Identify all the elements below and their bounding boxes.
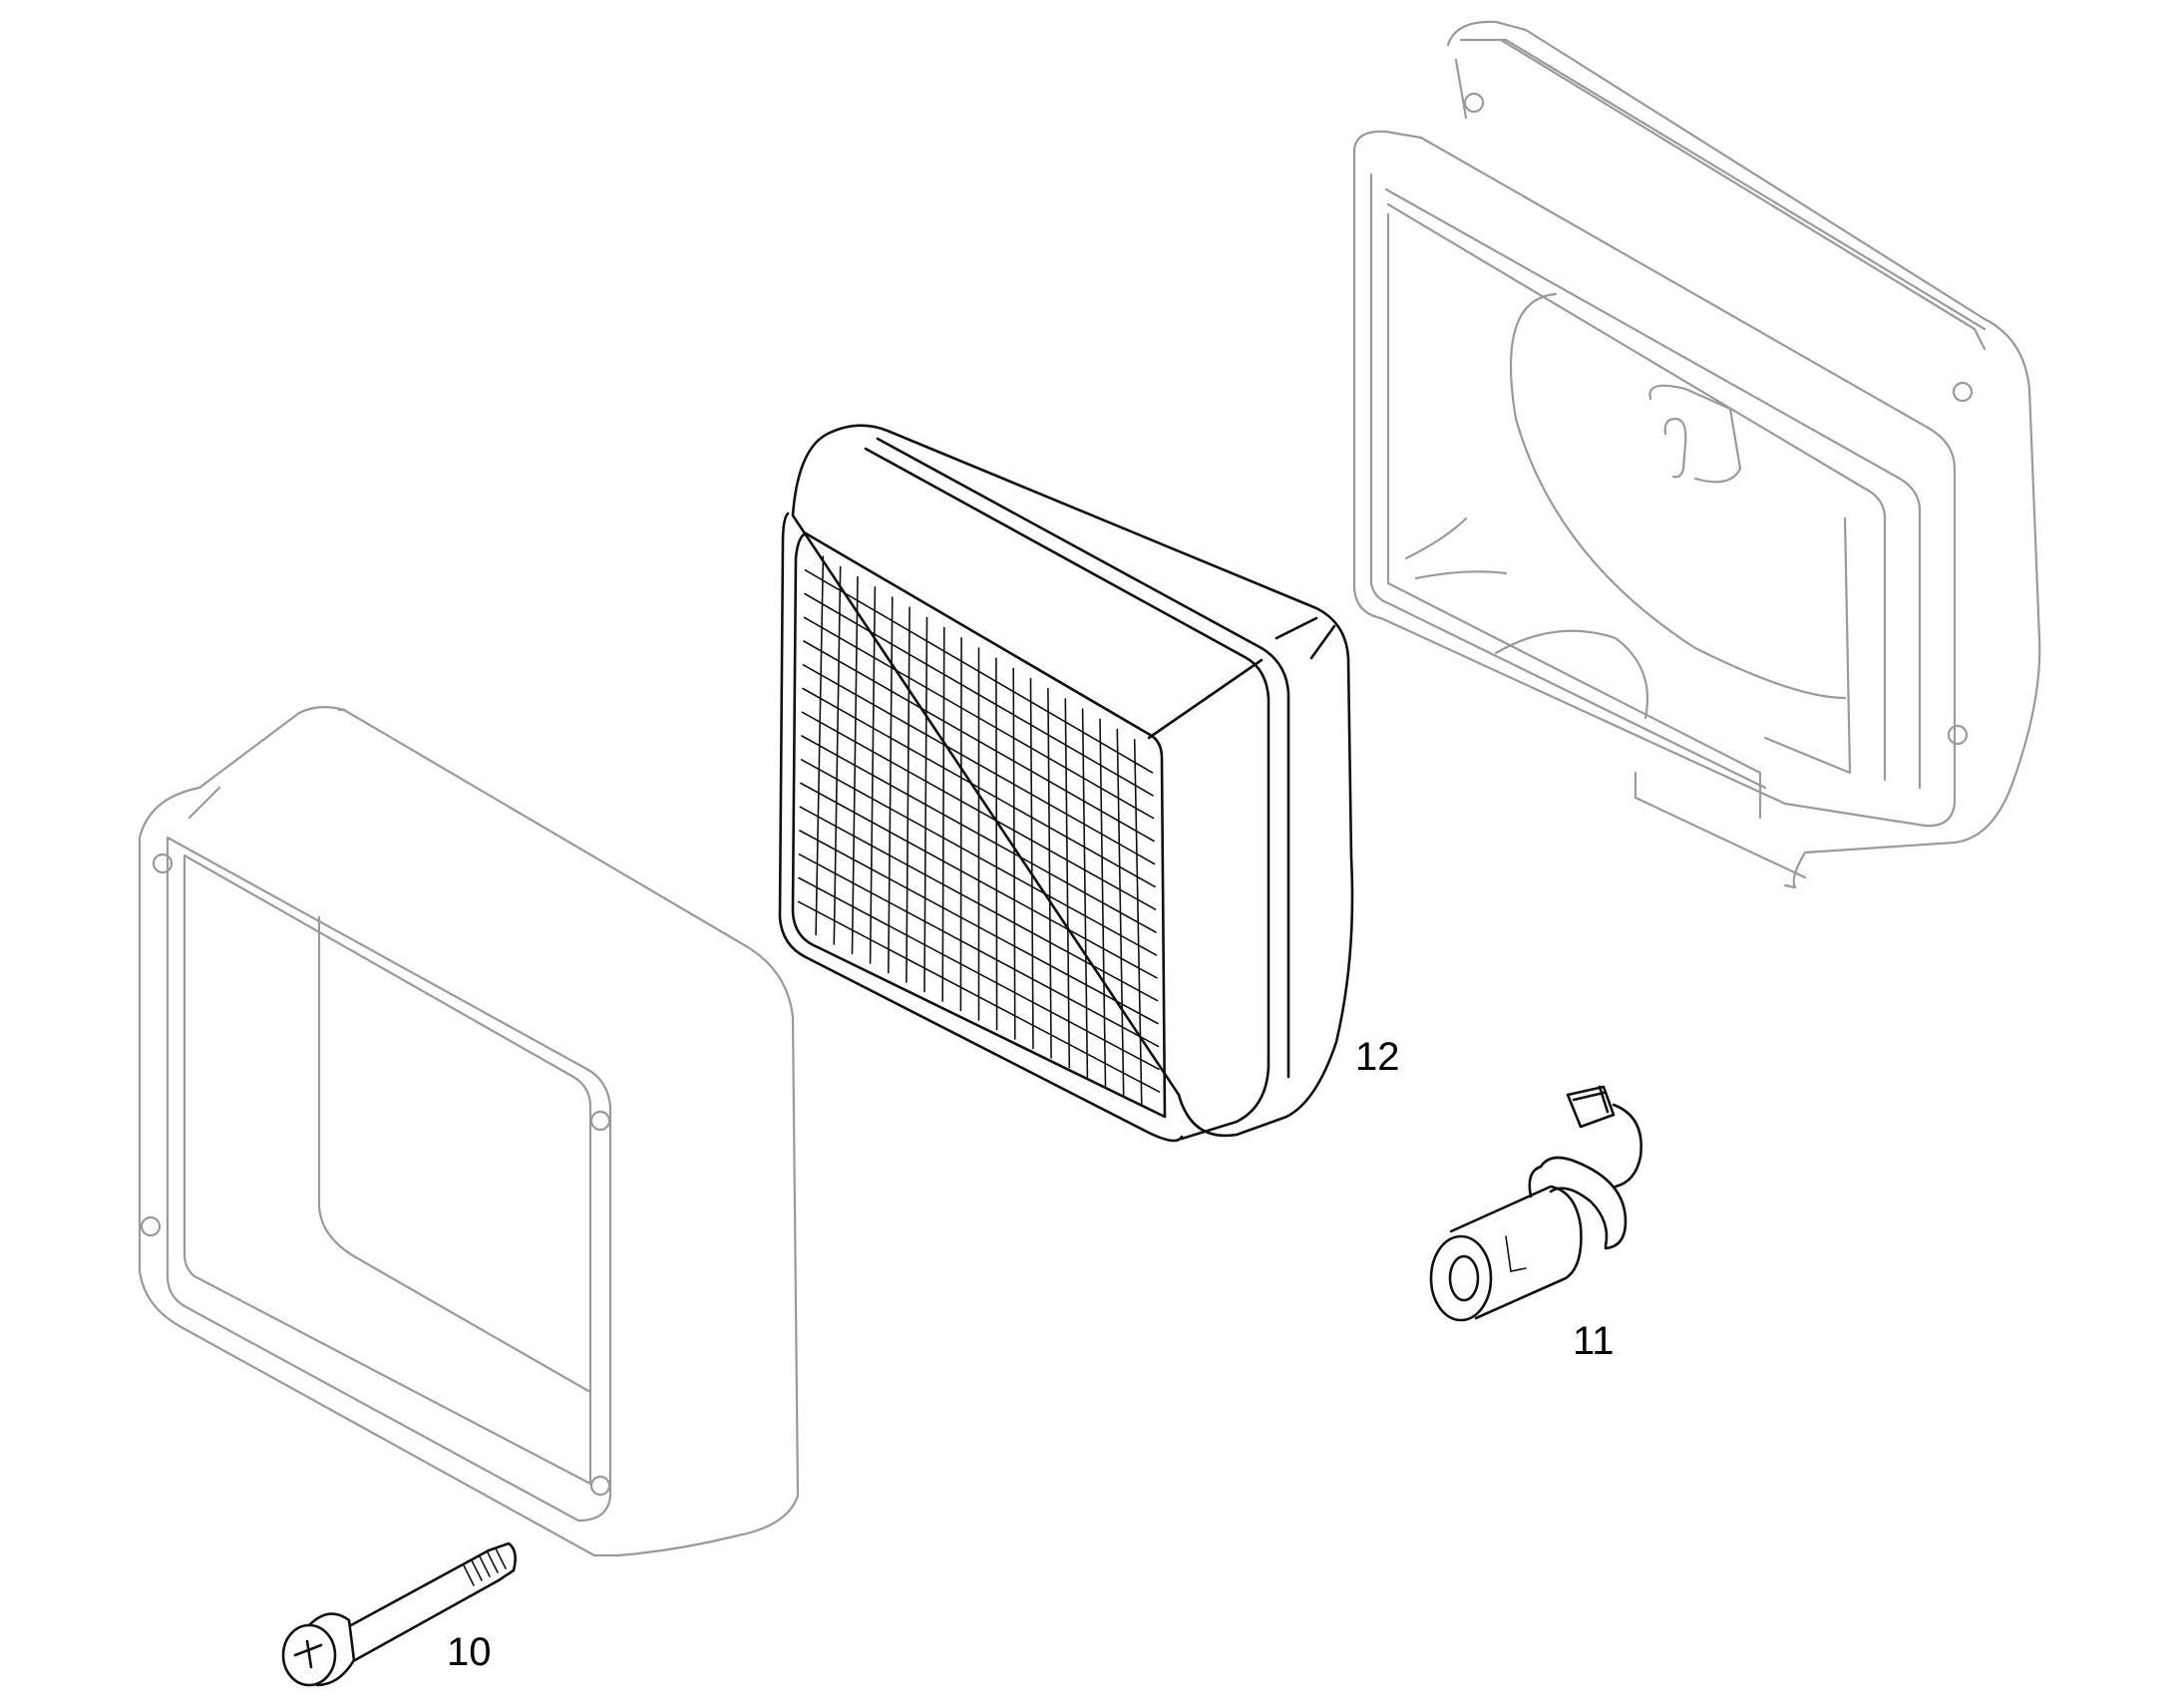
callout-10: 10 [447,1630,492,1674]
screw-part [281,1541,517,1687]
bezel-part [138,706,800,1557]
callout-12: 12 [1355,1035,1400,1079]
lens-unit-part [778,424,1354,1143]
bulb-part [1429,1085,1642,1322]
callout-11: 11 [1573,1319,1615,1363]
housing-part [1352,20,2041,889]
lens-grid [797,555,1161,1107]
